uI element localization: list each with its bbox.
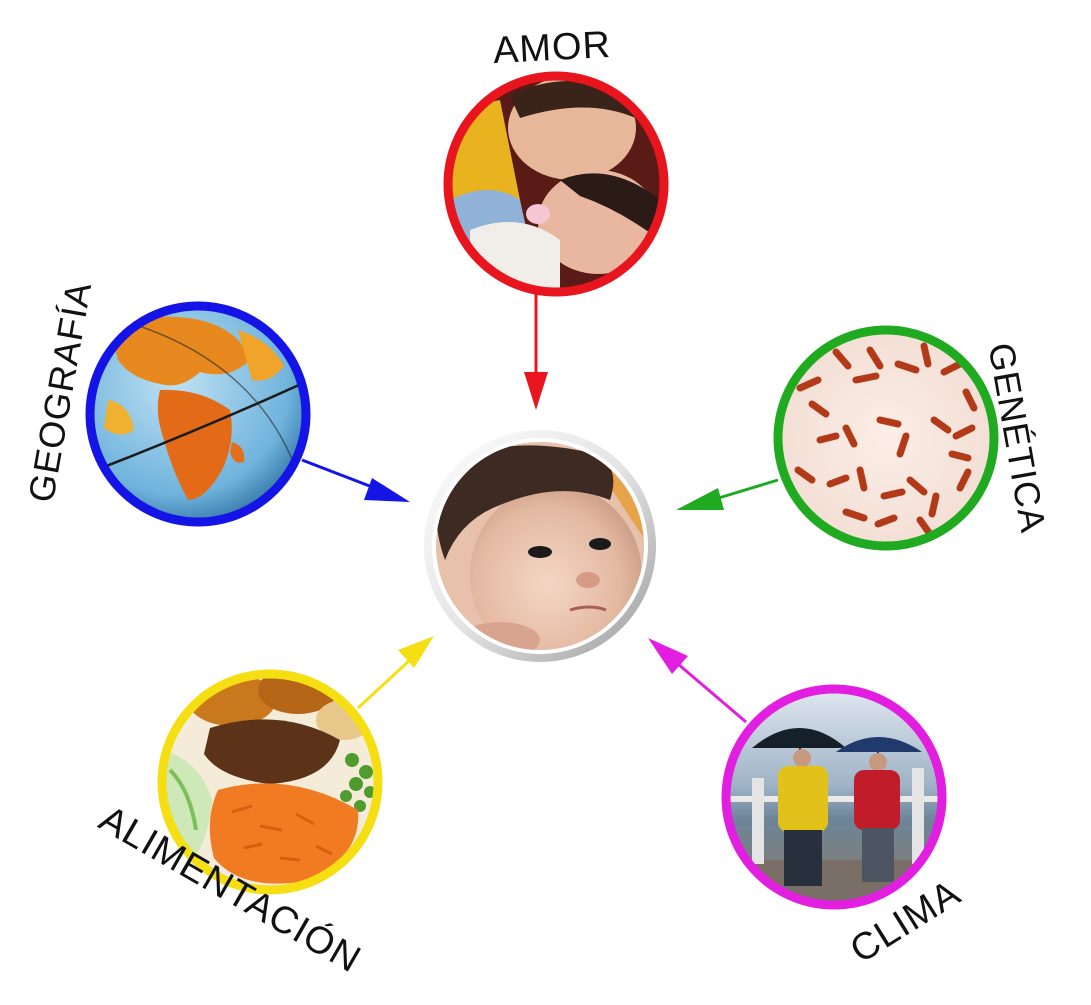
amor-photo <box>452 80 660 288</box>
arrow-clima <box>648 638 747 724</box>
food-photo <box>166 678 374 886</box>
node-clima: CLIMA <box>721 684 968 972</box>
carrot-strands <box>231 804 333 862</box>
label-geografia: GEOGRAFÍA <box>20 278 99 505</box>
chromosomes-photo <box>782 334 990 542</box>
chromosome-marks <box>794 342 978 538</box>
arrow-alimentacion <box>356 636 434 710</box>
baby-photo <box>436 442 644 650</box>
arrow-geografia <box>301 458 410 502</box>
arrow-amor <box>524 292 548 410</box>
arrows <box>301 292 779 724</box>
node-genetica: GENÉTICA <box>773 325 1054 551</box>
globe-photo <box>94 310 302 518</box>
node-amor: AMOR <box>443 24 669 297</box>
node-alimentacion: ALIMENTACIÓN <box>92 669 383 981</box>
peas <box>340 753 374 812</box>
node-geografia: GEOGRAFÍA <box>20 278 311 527</box>
arrow-genetica <box>676 478 779 510</box>
railing-posts <box>752 768 924 864</box>
center-node-baby <box>424 430 656 662</box>
label-amor: AMOR <box>492 24 612 72</box>
